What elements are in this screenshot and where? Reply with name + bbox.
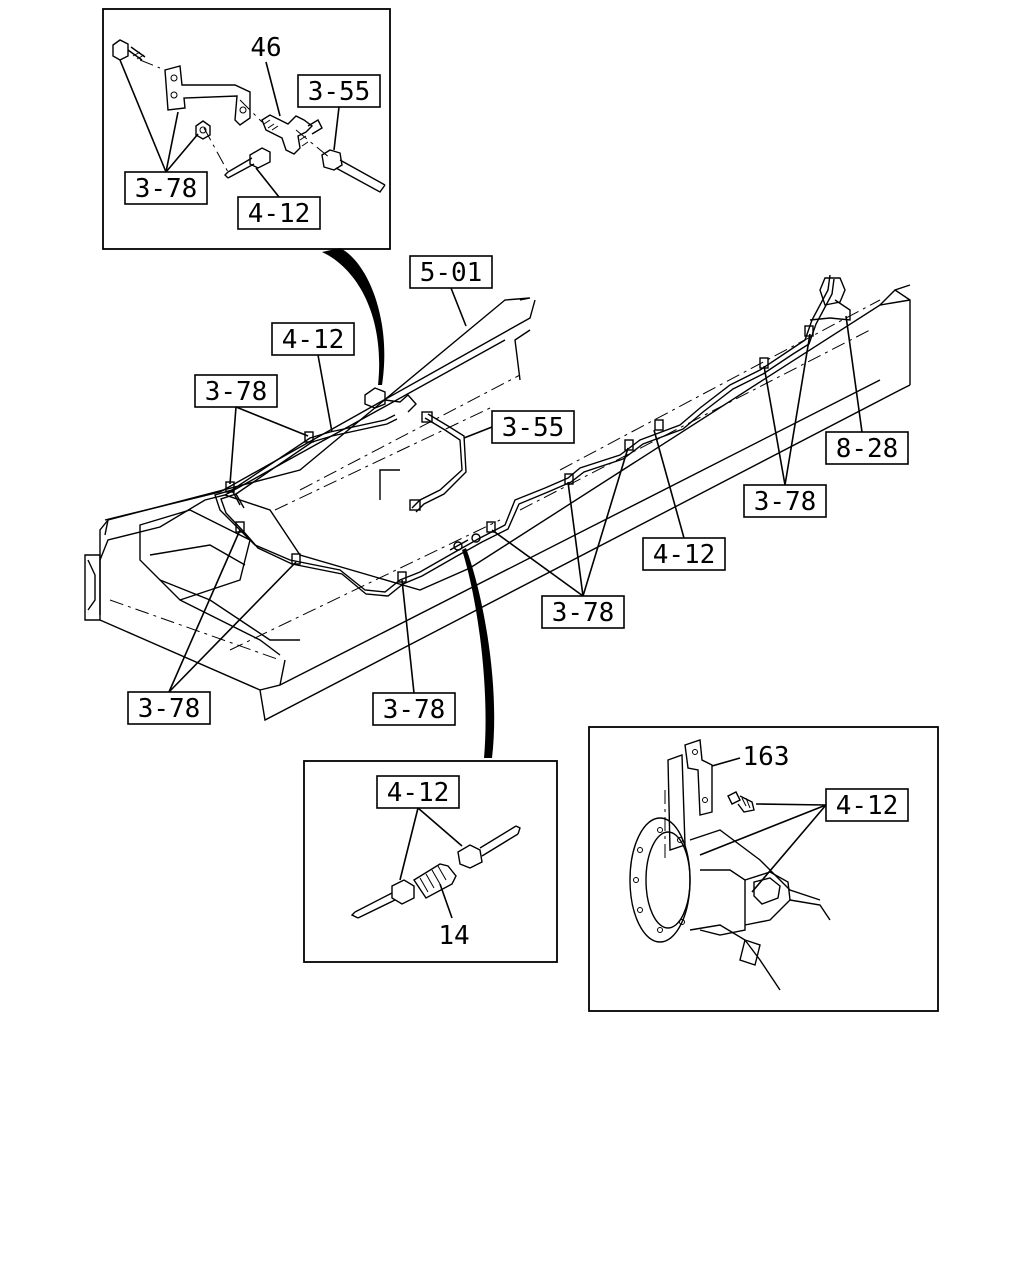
- main-callouts: 5-01 4-12 3-78 3-55 8-28 3-78 4-12 3-78 …: [127, 255, 909, 726]
- label-3-78-inset: 3-78: [135, 174, 198, 204]
- label-3-78-center: 3-78: [552, 598, 615, 628]
- detail-callout-arrows: [322, 248, 495, 758]
- label-3-78-right: 3-78: [754, 487, 817, 517]
- label-4-12-upper: 4-12: [282, 325, 345, 355]
- label-3-78-lower-center: 3-78: [383, 695, 446, 725]
- label-4-12-middle: 4-12: [653, 540, 716, 570]
- label-3-78-upper-left: 3-78: [205, 377, 268, 407]
- label-14: 14: [438, 921, 469, 951]
- label-4-12-union: 4-12: [387, 778, 450, 808]
- brake-pipe-route: [214, 274, 851, 597]
- label-3-78-lower-left: 3-78: [138, 694, 201, 724]
- label-4-12-inset: 4-12: [248, 199, 311, 229]
- label-3-55: 3-55: [502, 413, 565, 443]
- detail-inset-tee-fitting: 46 3-55 3-78 4-12: [102, 8, 391, 250]
- label-8-28: 8-28: [836, 434, 899, 464]
- label-46: 46: [250, 33, 281, 63]
- label-3-55-inset: 3-55: [308, 77, 371, 107]
- label-4-12-axle: 4-12: [836, 791, 899, 821]
- label-5-01: 5-01: [420, 258, 483, 288]
- label-163: 163: [743, 742, 790, 772]
- chassis-frame-rail: [84, 284, 911, 722]
- detail-inset-union: 14 4-12: [303, 760, 558, 963]
- detail-inset-axle-bracket: 163 4-12: [588, 726, 939, 1012]
